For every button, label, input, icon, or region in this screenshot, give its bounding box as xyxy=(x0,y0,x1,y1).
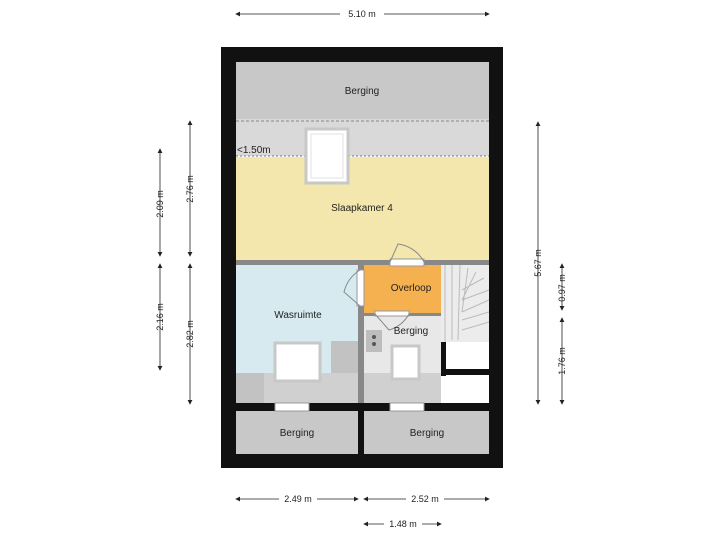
door-berging-mid xyxy=(374,310,410,317)
label-berging-bottom-right: Berging xyxy=(410,428,444,439)
dim-bottom-left: 2.49 m xyxy=(284,494,312,504)
skylight-berging-mid xyxy=(390,344,421,381)
roof-slope-strip xyxy=(236,119,489,156)
dim-right-upper: 0.97 m xyxy=(557,274,567,302)
skylight-wasruimte xyxy=(273,341,322,383)
room-overloop xyxy=(364,265,441,313)
dim-bottom-right: 2.52 m xyxy=(411,494,439,504)
wall-mid-horizontal xyxy=(236,260,489,265)
room-berging-bottom-left xyxy=(236,411,358,454)
dim-left-upper: 2.09 m xyxy=(155,190,165,218)
dryer-icon xyxy=(331,341,359,373)
label-berging-mid: Berging xyxy=(394,326,428,337)
label-berging-top: Berging xyxy=(345,86,379,97)
washing-machine-icon xyxy=(236,373,264,403)
skylight-slaapkamer xyxy=(304,127,350,185)
label-roof-height: <1.50m xyxy=(237,145,271,156)
wall-mid-vertical xyxy=(358,265,364,409)
room-slaapkamer xyxy=(236,157,489,260)
label-overloop: Overloop xyxy=(391,283,432,294)
door-berging-bottom-left xyxy=(274,402,310,412)
label-slaapkamer: Slaapkamer 4 xyxy=(331,203,393,214)
dim-left2-upper: 2.76 m xyxy=(185,175,195,203)
dim-left2-lower: 2.82 m xyxy=(185,320,195,348)
door-wasruimte xyxy=(356,269,365,307)
dim-top-width: 5.10 m xyxy=(348,9,376,19)
door-slaapkamer xyxy=(389,258,425,267)
dim-left-lower: 2.16 m xyxy=(155,303,165,331)
label-berging-bottom-left: Berging xyxy=(280,428,314,439)
room-berging-bottom-right xyxy=(364,411,489,454)
door-berging-bottom-right xyxy=(389,402,425,412)
room-berging-top xyxy=(236,62,489,119)
dim-bottom-small: 1.48 m xyxy=(389,519,417,529)
boiler-icon xyxy=(366,330,382,352)
dim-right-lower: 1.76 m xyxy=(557,347,567,375)
label-wasruimte: Wasruimte xyxy=(274,310,322,321)
dim-right-total: 5.67 m xyxy=(533,249,543,277)
